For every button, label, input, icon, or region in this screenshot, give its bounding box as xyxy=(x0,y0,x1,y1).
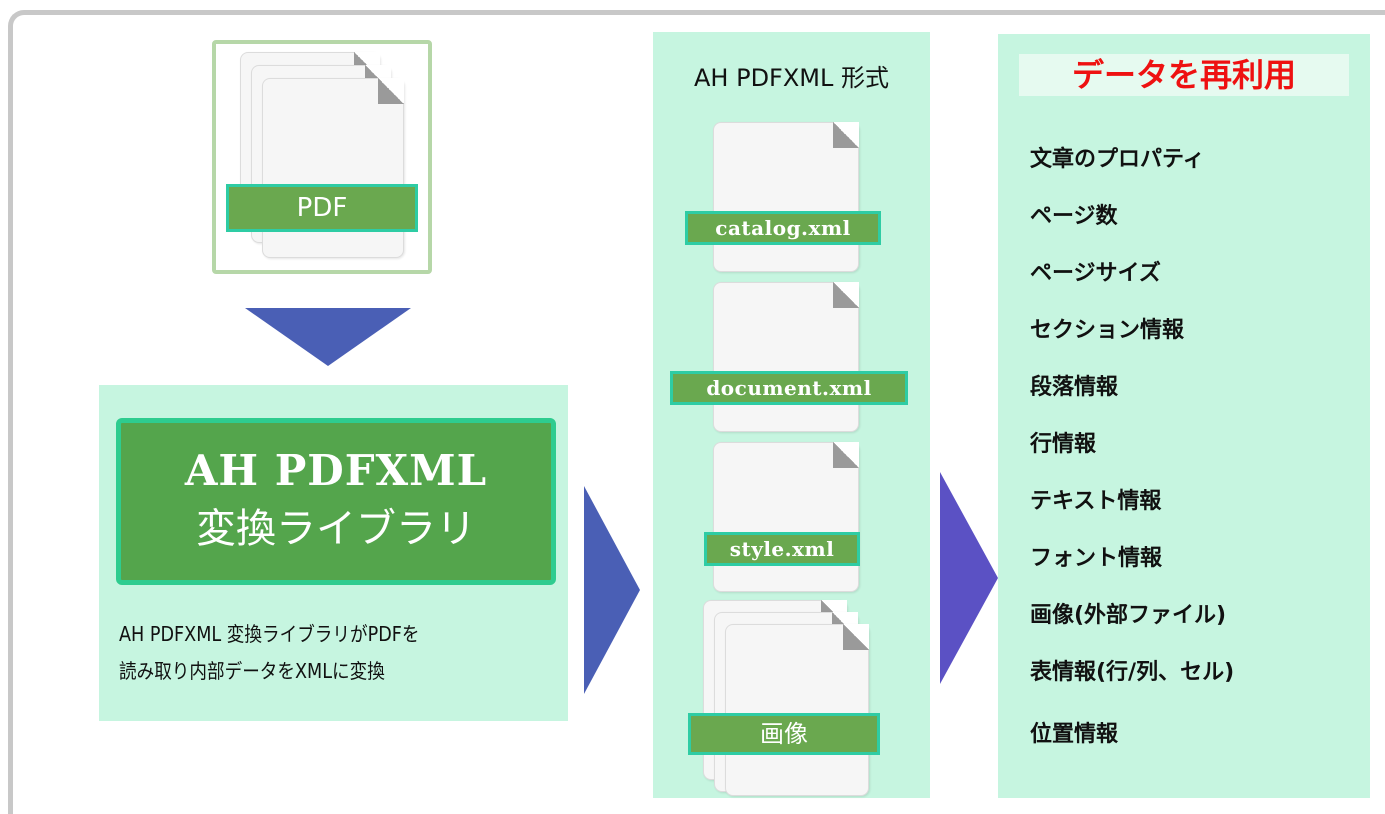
file-label-catalog: catalog.xml xyxy=(685,211,881,245)
arrow-down-icon xyxy=(245,308,411,366)
format-title: AH PDFXML 形式 xyxy=(694,64,889,92)
library-title-line1: AH PDFXML xyxy=(184,446,488,495)
library-title-box: AH PDFXML 変換ライブラリ xyxy=(116,418,556,585)
reuse-item: ページサイズ xyxy=(1030,261,1161,286)
file-label-document: document.xml xyxy=(670,371,908,405)
xml-file-icon xyxy=(713,122,859,272)
image-file-icon xyxy=(725,624,869,796)
reuse-title-box: データを再利用 xyxy=(1019,54,1349,96)
xml-file-icon xyxy=(713,282,859,432)
pdf-label: PDF xyxy=(226,184,418,232)
file-label-images: 画像 xyxy=(688,713,880,755)
reuse-item: ページ数 xyxy=(1030,204,1118,229)
reuse-item: 表情報(行/列、セル) xyxy=(1030,660,1235,685)
reuse-item: 行情報 xyxy=(1030,432,1097,457)
arrow-right-icon xyxy=(940,472,998,684)
reuse-item: テキスト情報 xyxy=(1030,489,1162,514)
file-label-style: style.xml xyxy=(704,532,860,566)
reuse-title: データを再利用 xyxy=(1071,56,1296,94)
reuse-item: 画像(外部ファイル) xyxy=(1030,603,1227,628)
xml-file-icon xyxy=(713,442,859,592)
reuse-panel xyxy=(998,34,1370,798)
library-title-line2: 変換ライブラリ xyxy=(196,506,476,552)
arrow-right-icon xyxy=(584,486,640,694)
reuse-item: フォント情報 xyxy=(1030,546,1163,571)
reuse-item: セクション情報 xyxy=(1030,318,1185,343)
library-description-line1: AH PDFXML 変換ライブラリがPDFを xyxy=(119,622,420,646)
reuse-item: 文章のプロパティ xyxy=(1030,147,1205,172)
library-description-line2: 読み取り内部データをXMLに変換 xyxy=(119,659,385,683)
reuse-item: 位置情報 xyxy=(1030,722,1119,747)
reuse-item: 段落情報 xyxy=(1030,375,1119,400)
